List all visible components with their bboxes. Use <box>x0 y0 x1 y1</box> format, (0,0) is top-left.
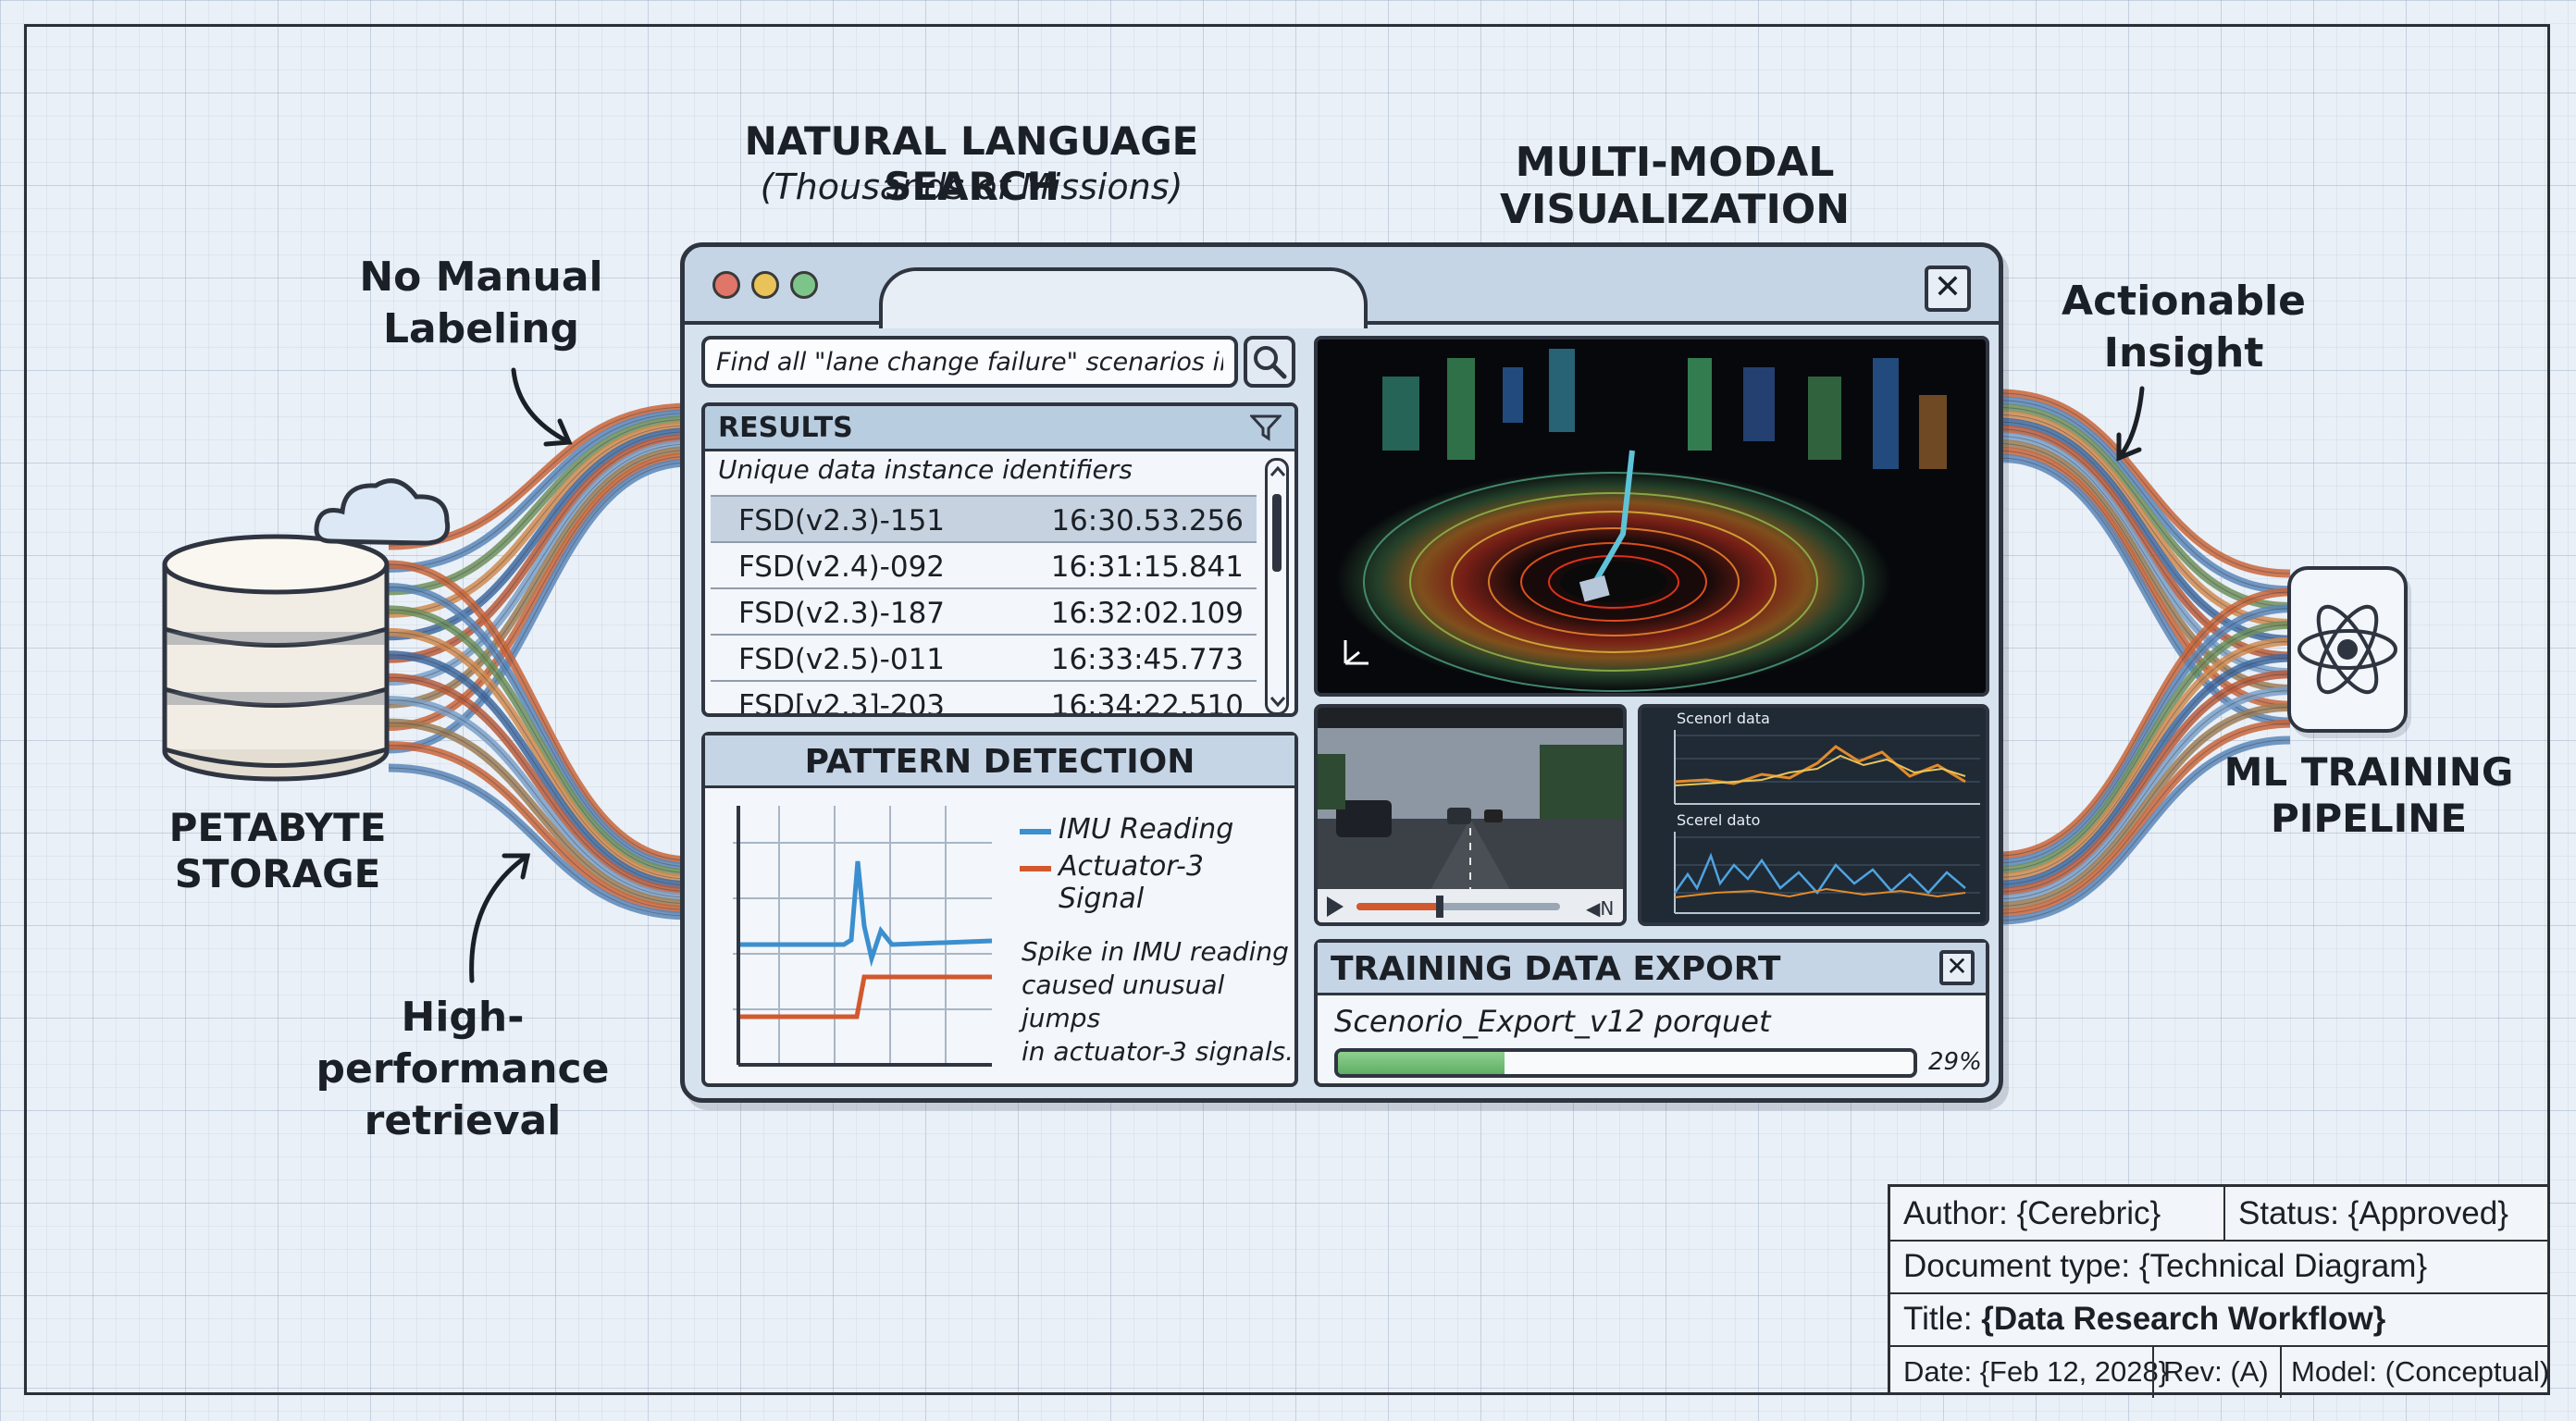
browser-tab[interactable] <box>879 267 1368 328</box>
database-icon <box>162 534 390 782</box>
tb-status: Status: {Approved} <box>2223 1187 2547 1240</box>
scroll-down-icon[interactable] <box>1269 694 1286 709</box>
results-scrollbar[interactable] <box>1265 458 1289 713</box>
search-bar <box>701 336 1295 388</box>
title-block: Author: {Cerebric} Status: {Approved} Do… <box>1888 1184 2550 1398</box>
arrow-actionable <box>2116 386 2145 461</box>
search-subtitle: (Thousands of Missions) <box>760 167 1183 207</box>
tb-doc-type: Document type: {Technical Diagram} <box>1903 1248 2428 1284</box>
legend-actuator-label: Actuator-3 Signal <box>1059 850 1204 915</box>
result-timestamp: 16:34:22.510 <box>1050 689 1244 717</box>
window-close-button[interactable]: ✕ <box>1925 266 1971 312</box>
result-row[interactable]: FSD(v2.3)-151 16:30.53.256 <box>711 495 1257 543</box>
filter-icon[interactable] <box>1250 414 1282 441</box>
scroll-up-icon[interactable] <box>1269 464 1286 479</box>
result-row[interactable]: FSD(v2.5)-011 16:33:45.773 <box>711 634 1257 682</box>
cloud-icon <box>314 478 451 546</box>
pattern-header: PATTERN DETECTION <box>705 735 1294 788</box>
result-row[interactable]: FSD(v2.3)-187 16:32:02.109 <box>711 587 1257 636</box>
lidar-pointcloud-view[interactable] <box>1314 336 1989 697</box>
export-title: TRAINING DATA EXPORT <box>1331 950 1781 988</box>
training-export-panel: TRAINING DATA EXPORT ✕ Scenorio_Export_v… <box>1314 939 1989 1087</box>
svg-text:◀N: ◀N <box>1586 897 1614 920</box>
window-minimize-dot[interactable] <box>751 271 779 299</box>
sensor-chart2-title: Scerel dato <box>1677 811 1761 829</box>
export-header: TRAINING DATA EXPORT ✕ <box>1318 943 1986 995</box>
sensor-chart1-title: Scenorl data <box>1677 710 1770 727</box>
camera-frame-image: ◀N <box>1318 708 1623 922</box>
result-id: FSD(v2.3)-187 <box>738 597 946 630</box>
results-header: RESULTS <box>705 406 1294 451</box>
tb-date: Date: {Feb 12, 2028} <box>1903 1355 2169 1388</box>
result-id: FSD(v2.5)-011 <box>738 643 946 676</box>
search-button[interactable] <box>1244 336 1295 388</box>
results-title: RESULTS <box>718 412 853 444</box>
window-maximize-dot[interactable] <box>790 271 818 299</box>
atom-icon <box>2297 604 2397 695</box>
tb-model: Model: (Conceptual) <box>2280 1345 2549 1398</box>
export-progress-bar <box>1334 1048 1917 1078</box>
search-title: NATURAL LANGUAGE SEARCH <box>744 118 1199 209</box>
result-timestamp: 16:31:15.841 <box>1050 550 1244 584</box>
results-panel: RESULTS Unique data instance identifiers… <box>701 402 1298 717</box>
app-window: ✕ RESULTS Unique data instance identifie… <box>680 242 2003 1103</box>
play-icon[interactable] <box>1327 896 1344 917</box>
cable-bundle-right-lower <box>1998 587 2291 925</box>
legend-imu-label: IMU Reading <box>1059 813 1234 846</box>
pattern-title: PATTERN DETECTION <box>804 743 1195 781</box>
result-timestamp: 16:33:45.773 <box>1050 643 1244 676</box>
viz-title: MULTI-MODAL VISUALIZATION <box>1499 139 1851 233</box>
result-id: FSD(v2.4)-092 <box>738 550 946 584</box>
export-progress-label: 29% <box>1928 1048 1982 1076</box>
camera-video-player[interactable]: ◀N <box>1314 704 1627 926</box>
result-id: FSD[v2.3]-203 <box>738 689 946 717</box>
pattern-note: Spike in IMU reading caused unusual jump… <box>1022 936 1294 1067</box>
lidar-pointcloud-image <box>1336 349 1947 692</box>
export-filename: Scenorio_Export_v12 porquet <box>1334 1004 1771 1039</box>
pattern-detection-panel: PATTERN DETECTION IMU Reading Actuator-3… <box>701 732 1298 1087</box>
arrow-no-manual <box>511 367 572 445</box>
result-timestamp: 16:32:02.109 <box>1050 597 1244 630</box>
sensor-charts <box>1673 730 1980 914</box>
tb-rev: Rev: (A) <box>2152 1345 2280 1398</box>
result-timestamp: 16:30.53.256 <box>1051 504 1244 538</box>
export-progress-fill <box>1338 1052 1505 1074</box>
search-input[interactable] <box>701 336 1238 388</box>
scroll-thumb[interactable] <box>1272 494 1282 572</box>
tb-title: Title: {Data Research Workflow} <box>1903 1301 2386 1337</box>
result-row[interactable]: FSD(v2.4)-092 16:31:15.841 <box>711 541 1257 589</box>
arrow-retrieval <box>469 853 530 983</box>
result-id: FSD(v2.3)-151 <box>738 504 946 538</box>
window-close-dot[interactable] <box>712 271 740 299</box>
video-scrubber[interactable] <box>1436 896 1443 918</box>
results-subtitle: Unique data instance identifiers <box>718 454 1133 485</box>
result-row[interactable]: FSD[v2.3]-203 16:34:22.510 <box>711 680 1257 717</box>
window-titlebar: ✕ <box>685 247 1999 328</box>
imu-series-line <box>740 860 993 968</box>
pattern-legend-swatches <box>1020 829 1051 871</box>
export-close-button[interactable]: ✕ <box>1939 950 1975 985</box>
sensor-charts-panel: Scenorl data Scerel dato <box>1638 704 1989 926</box>
actuator-series-line <box>740 974 992 1019</box>
cable-bundle-right-upper <box>1998 389 2291 726</box>
search-icon <box>1254 346 1287 379</box>
ml-pipeline-box <box>2287 566 2408 733</box>
tb-author: Author: {Cerebric} <box>1903 1195 2161 1231</box>
drawing-frame <box>24 24 2550 1395</box>
pattern-chart <box>733 806 993 1067</box>
cable-bundle-left-lower <box>388 560 690 921</box>
